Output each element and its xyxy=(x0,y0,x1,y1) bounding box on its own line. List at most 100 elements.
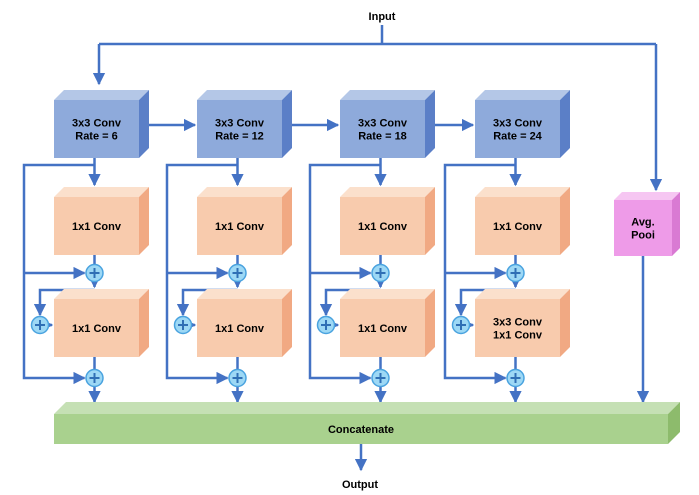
conv-a-block-3-front-face xyxy=(340,197,425,255)
conv-b-label-1: 1x1 Conv xyxy=(72,323,122,335)
adder-left-2 xyxy=(173,315,193,335)
conv-a-block-2-side-face xyxy=(282,187,292,255)
atrous-conv-block-1 xyxy=(54,90,149,158)
concatenate-block xyxy=(54,402,680,444)
conv-b-label-3-line: 1x1 Conv xyxy=(358,323,408,335)
adders-layer xyxy=(30,263,525,388)
conv-b-block-1-side-face xyxy=(139,289,149,357)
conv-b-block-3-side-face xyxy=(425,289,435,357)
conv-a-label-2-line: 1x1 Conv xyxy=(215,221,265,233)
atrous-conv-block-2-top-face xyxy=(197,90,292,100)
conv-b-block-3-front-face xyxy=(340,299,425,357)
conv-b-block-4-top-face xyxy=(475,289,570,299)
atrous-conv-block-3-side-face xyxy=(425,90,435,158)
adder-lower-1 xyxy=(85,368,104,388)
plus-icon xyxy=(456,320,466,330)
conv-b-label-4-line: 1x1 Conv xyxy=(493,330,543,342)
conv-a-block-4-side-face xyxy=(560,187,570,255)
plus-icon xyxy=(321,320,331,330)
conv-a-block-4-front-face xyxy=(475,197,560,255)
conv-a-block-1-side-face xyxy=(139,187,149,255)
plus-icon xyxy=(35,320,45,330)
concatenate-block-top-face xyxy=(54,402,680,414)
conv-a-label-4-line: 1x1 Conv xyxy=(493,221,543,233)
connection-lines xyxy=(22,25,663,472)
conv-a-label-3: 1x1 Conv xyxy=(358,221,408,233)
adder-left-4 xyxy=(451,315,471,335)
plus-icon xyxy=(178,320,188,330)
adder-upper-3 xyxy=(371,263,390,283)
conv-a-block-3-side-face xyxy=(425,187,435,255)
input-label: Input xyxy=(369,11,396,23)
blocks-layer xyxy=(54,90,680,444)
conv-b-block-1-front-face xyxy=(54,299,139,357)
conv-a-label-4: 1x1 Conv xyxy=(493,221,543,233)
conv-a-block-3-top-face xyxy=(340,187,435,197)
conv-a-block-4 xyxy=(475,187,570,255)
conv-b-block-4-side-face xyxy=(560,289,570,357)
adder-lower-3 xyxy=(371,368,390,388)
atrous-conv-block-2-front-face xyxy=(197,100,282,158)
conv-a-block-1-front-face xyxy=(54,197,139,255)
conv-b-block-1 xyxy=(54,289,149,357)
avg-pool-block-side-face xyxy=(672,192,680,256)
avg-pool-label-line: Pooi xyxy=(631,230,655,242)
conv-a-block-2-front-face xyxy=(197,197,282,255)
concatenate-block-side-face xyxy=(668,402,680,444)
adder-lower-4 xyxy=(506,368,525,388)
atrous-conv-label-3-line: 3x3 Conv xyxy=(358,118,408,130)
conv-a-label-3-line: 1x1 Conv xyxy=(358,221,408,233)
adder-upper-4 xyxy=(506,263,525,283)
conv-b-block-1-top-face xyxy=(54,289,149,299)
conv-b-block-4 xyxy=(475,289,570,357)
plus-icon xyxy=(89,373,100,383)
adder-left-3 xyxy=(316,315,336,335)
conv-b-label-2: 1x1 Conv xyxy=(215,323,265,335)
conv-a-block-4-top-face xyxy=(475,187,570,197)
plus-icon xyxy=(510,373,521,383)
conv-a-block-2-top-face xyxy=(197,187,292,197)
atrous-conv-label-1-line: Rate = 6 xyxy=(75,131,118,143)
atrous-conv-block-4 xyxy=(475,90,570,158)
plus-icon xyxy=(232,373,243,383)
output-label: Output xyxy=(342,479,378,491)
wire-skip-outer-0 xyxy=(22,163,95,385)
plus-icon xyxy=(375,268,386,278)
atrous-conv-label-2-line: Rate = 12 xyxy=(215,131,264,143)
wire-skip-outer-2 xyxy=(308,163,381,385)
atrous-conv-block-4-side-face xyxy=(560,90,570,158)
atrous-conv-block-1-side-face xyxy=(139,90,149,158)
conv-b-label-4-line: 3x3 Conv xyxy=(493,317,543,329)
conv-a-block-1 xyxy=(54,187,149,255)
conv-b-block-2 xyxy=(197,289,292,357)
conv-b-block-4-front-face xyxy=(475,299,560,357)
wire-skip-outer-3 xyxy=(443,163,516,385)
conv-b-block-2-front-face xyxy=(197,299,282,357)
concatenate-block-front-face xyxy=(54,414,668,444)
plus-icon xyxy=(89,268,100,278)
conv-b-block-2-side-face xyxy=(282,289,292,357)
atrous-conv-label-4-line: 3x3 Conv xyxy=(493,118,543,130)
adder-upper-2 xyxy=(228,263,247,283)
atrous-conv-label-2-line: 3x3 Conv xyxy=(215,118,265,130)
conv-b-block-3-top-face xyxy=(340,289,435,299)
atrous-conv-label-4-line: Rate = 24 xyxy=(493,131,542,143)
plus-icon xyxy=(232,268,243,278)
wire-skip-outer-1 xyxy=(165,163,238,385)
concatenate-label: Concatenate xyxy=(328,424,394,436)
conv-a-block-1-top-face xyxy=(54,187,149,197)
plus-icon xyxy=(375,373,386,383)
atrous-conv-block-1-top-face xyxy=(54,90,149,100)
avg-pool-block xyxy=(614,192,680,256)
atrous-conv-block-3-top-face xyxy=(340,90,435,100)
atrous-conv-block-2 xyxy=(197,90,292,158)
avg-pool-block-top-face xyxy=(614,192,680,200)
conv-b-label-1-line: 1x1 Conv xyxy=(72,323,122,335)
